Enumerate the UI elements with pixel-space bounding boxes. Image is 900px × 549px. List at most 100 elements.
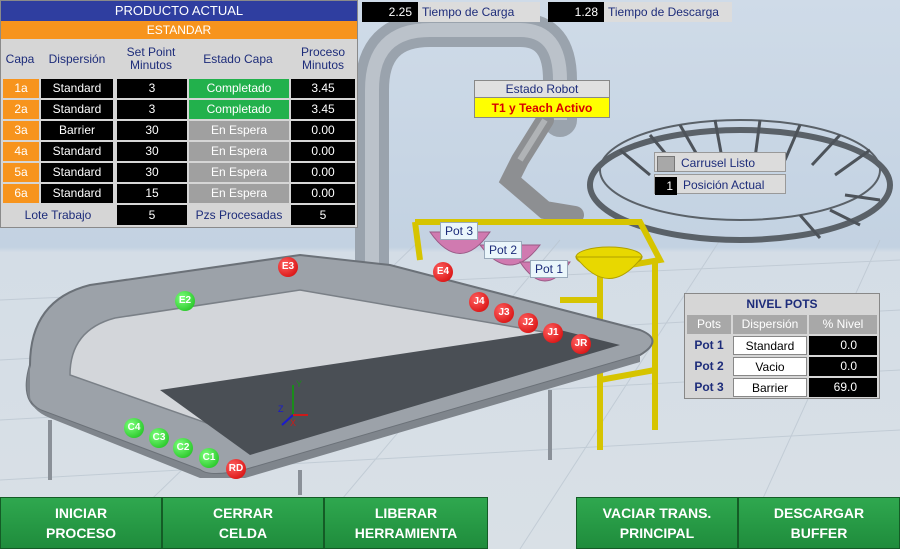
liberar-herramienta-line2: HERRAMIENTA [354,525,458,541]
dispersion-cell-row2: Standard [41,100,113,119]
sensor-j3: J3 [494,303,514,323]
estado-robot-title: Estado Robot [505,82,579,96]
sensor-j4: J4 [469,292,489,312]
estado-cell-row6: En Espera [189,184,289,203]
dispersion-cell-row5: Standard [41,163,113,182]
producto-actual-title: PRODUCTO ACTUAL [1,1,357,21]
capa-cell-row2: 2a [3,100,39,119]
cerrar-celda-button[interactable]: CERRAR CELDA [162,497,324,549]
proceso-cell-row4: 0.00 [291,142,355,161]
nivel-header-dispersion: Dispersión [733,315,807,334]
col-header-estado: Estado Capa [203,51,273,66]
nivel-pot-name-row2: Pot 2 [694,359,724,373]
nivel-value-row3: 69.0 [809,378,877,397]
liberar-herramienta-button[interactable]: LIBERAR HERRAMIENTA [324,497,488,549]
dispersion-cell-row6: Standard [41,184,113,203]
nivel-header-pots: Pots [687,315,731,334]
dispersion-cell-row1: Standard [41,79,113,98]
producto-actual-panel: PRODUCTO ACTUAL ESTANDAR Capa Dispersión… [0,0,358,228]
sensor-c3: C3 [149,428,169,448]
sensor-e4: E4 [433,262,453,282]
sensor-rd: RD [226,459,246,479]
estado-cell-row5: En Espera [189,163,289,182]
estado-cell-row3: En Espera [189,121,289,140]
carrusel-listo-label: Carrusel Listo [681,156,756,170]
pot2-scene-label: Pot 2 [484,241,523,259]
estado-cell-row1: Completado [189,79,289,98]
iniciar-proceso-line2: PROCESO [45,525,116,541]
sensor-c1: C1 [199,448,219,468]
sensor-jr: JR [571,334,591,354]
descargar-buffer-button[interactable]: DESCARGAR BUFFER [738,497,900,549]
posicion-actual-row: 1 Posición Actual [654,174,786,195]
set-point-cell-row1: 3 [117,79,187,98]
cerrar-celda-line1: CERRAR [213,505,273,521]
sensor-j2: J2 [518,313,538,333]
liberar-herramienta-line1: LIBERAR [374,505,438,521]
carrusel-listo-indicator [657,155,675,172]
sensor-j1: J1 [543,323,563,343]
sensor-e3: E3 [278,257,298,277]
lote-trabajo-label: Lote Trabajo [24,207,92,222]
pot1-scene-label: Pot 1 [530,260,569,278]
proceso-cell-row3: 0.00 [291,121,355,140]
set-point-cell-row2: 3 [117,100,187,119]
nivel-header-nivel: % Nivel [809,315,877,334]
vaciar-trans-line1: VACIAR TRANS. [602,505,712,521]
nivel-pots-title: NIVEL POTS [746,297,818,311]
dispersion-cell-row4: Standard [41,142,113,161]
nivel-dispersion-row3: Barrier [733,378,807,397]
set-point-cell-row6: 15 [117,184,187,203]
axis-z-label: Z [278,404,284,414]
pot3-scene-label: Pot 3 [440,222,479,240]
tiempo-descarga-value: 1.28 [548,2,604,22]
set-point-cell-row3: 30 [117,121,187,140]
set-point-cell-row5: 30 [117,163,187,182]
set-point-cell-row4: 30 [117,142,187,161]
nivel-dispersion-row2: Vacio [733,357,807,376]
sensor-c4: C4 [124,418,144,438]
axis-y-label: Y [296,379,302,389]
vaciar-trans-principal-button[interactable]: VACIAR TRANS. PRINCIPAL [576,497,738,549]
capa-cell-row3: 3a [3,121,39,140]
posicion-actual-label: Posición Actual [683,178,765,192]
proceso-cell-row5: 0.00 [291,163,355,182]
estado-cell-row2: Completado [189,100,289,119]
col-header-set-point: Set Point Minutos [126,45,176,72]
nivel-value-row1: 0.0 [809,336,877,355]
iniciar-proceso-button[interactable]: INICIAR PROCESO [0,497,162,549]
estado-robot-panel: Estado Robot T1 y Teach Activo [474,80,610,118]
tiempo-descarga-label: Tiempo de Descarga [604,2,732,22]
vaciar-trans-line2: PRINCIPAL [619,525,695,541]
tiempo-carga-label: Tiempo de Carga [418,2,540,22]
carrusel-listo-row: Carrusel Listo [654,152,786,172]
col-header-proceso: Proceso Minutos [300,45,346,72]
dispersion-cell-row3: Barrier [41,121,113,140]
descargar-buffer-line1: DESCARGAR [773,505,865,521]
capa-cell-row6: 6a [3,184,39,203]
posicion-actual-value: 1 [655,176,677,195]
product-name: ESTANDAR [1,21,357,39]
capa-cell-row1: 1a [3,79,39,98]
sensor-e2: E2 [175,291,195,311]
pzs-procesadas-label: Pzs Procesadas [195,207,283,222]
col-header-capa: Capa [5,51,35,66]
cerrar-celda-line2: CELDA [218,525,268,541]
nivel-pot-name-row3: Pot 3 [694,380,724,394]
proceso-cell-row2: 3.45 [291,100,355,119]
nivel-pots-panel: NIVEL POTS Pots Dispersión % Nivel Pot 1… [684,293,880,399]
tiempo-carga-value: 2.25 [362,2,418,22]
sensor-c2: C2 [173,438,193,458]
nivel-pot-name-row1: Pot 1 [694,338,724,352]
iniciar-proceso-line1: INICIAR [54,505,108,521]
proceso-cell-row1: 3.45 [291,79,355,98]
capa-cell-row5: 5a [3,163,39,182]
descargar-buffer-line2: BUFFER [790,525,848,541]
pzs-procesadas-value: 5 [291,205,355,225]
proceso-cell-row6: 0.00 [291,184,355,203]
estado-cell-row4: En Espera [189,142,289,161]
capa-cell-row4: 4a [3,142,39,161]
nivel-dispersion-row1: Standard [733,336,807,355]
nivel-value-row2: 0.0 [809,357,877,376]
axis-x-label: X [290,418,296,428]
